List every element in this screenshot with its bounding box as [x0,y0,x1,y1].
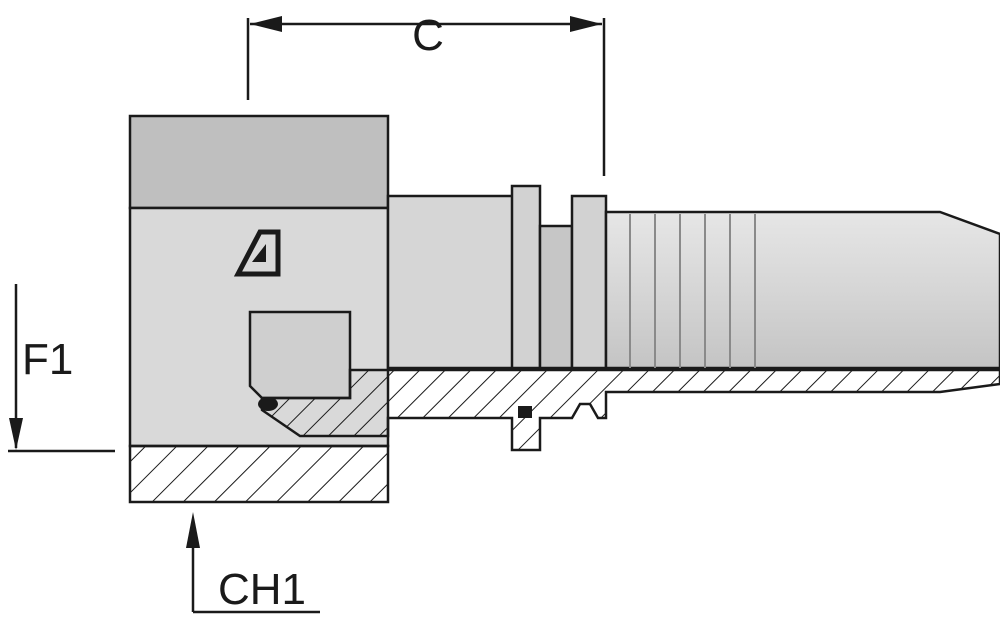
groove-seal [518,406,532,418]
nipple-collar-2 [570,194,608,370]
dimension-f1: F1 [8,284,115,453]
o-ring [258,397,278,411]
nipple-neck [386,194,520,370]
c-arrow-right-icon [570,16,602,32]
ch1-label: CH1 [218,565,306,614]
nipple-body [386,184,1000,370]
manufacturer-logo-icon [233,229,281,277]
hex-nut-section [128,444,390,504]
dimension-ch1: CH1 [186,512,320,614]
hex-nut-top-face [128,114,390,210]
hose-tail [604,210,1000,370]
c-arrow-left-icon [250,16,282,32]
nipple-wall-section [260,368,1000,452]
nipple-groove [538,224,574,370]
nipple-collar-1 [510,184,542,370]
nipple-section [258,368,1000,452]
c-label: C [412,11,444,60]
f1-label: F1 [22,335,73,384]
f1-arrow-down-icon [9,418,23,450]
ch1-arrow-up-icon [186,512,200,548]
dimension-c: C [246,11,606,176]
hex-nut-bore [248,310,352,400]
